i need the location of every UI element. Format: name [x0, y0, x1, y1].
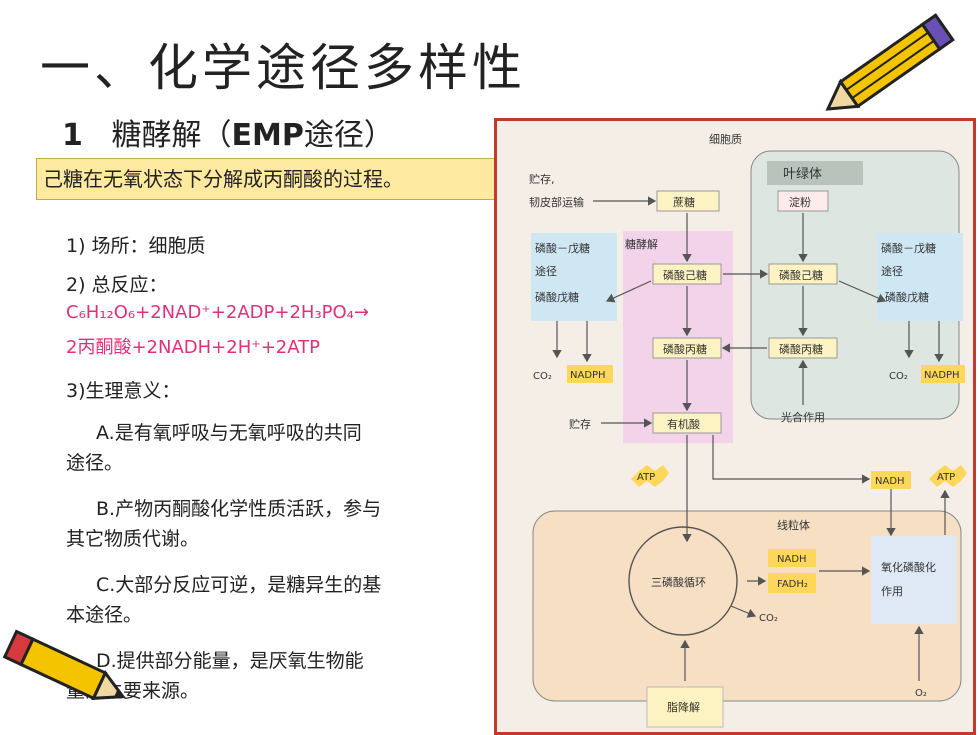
starch-label: 淀粉 [789, 195, 811, 209]
oxphos-label-1: 氧化磷酸化 [881, 560, 936, 574]
atp-left-label: ATP [637, 472, 655, 483]
photosynthesis-label: 光合作用 [781, 410, 825, 424]
metabolism-diagram: 细胞质 叶绿体 贮存, 韧皮部运输 蔗糖 淀粉 糖酵解 磷酸－戊糖 途径 磷酸戊… [494, 118, 976, 735]
glycolysis-region [623, 231, 733, 443]
atp-burst [929, 465, 967, 487]
co2-right-label: CO₂ [889, 371, 908, 382]
pentose-right-label: 磷酸戊糖 [885, 290, 929, 304]
atp-burst [631, 465, 669, 487]
reaction-line-2: 2丙酮酸+2NADH+2H⁺+2ATP [66, 337, 321, 358]
hexose-p-chl-label: 磷酸己糖 [779, 268, 823, 282]
lipolysis-label: 脂降解 [667, 700, 700, 714]
tca-label: 三磷酸循环 [651, 575, 706, 589]
triose-p-label: 磷酸丙糖 [663, 342, 707, 356]
ppp-left-region [531, 233, 617, 321]
definition-box: 己糖在无氧状态下分解成丙酮酸的过程。 [36, 158, 500, 200]
point-c-line-1: C.大部分反应可逆，是糖异生的基 [96, 574, 382, 596]
nadph-right-label: NADPH [924, 370, 960, 381]
fadh2-label: FADH₂ [777, 579, 808, 590]
storage-transport-2: 韧皮部运输 [529, 195, 584, 209]
ppp-left-label-2: 途径 [535, 264, 557, 278]
co2-left-label: CO₂ [533, 371, 552, 382]
glycolysis-label: 糖酵解 [625, 237, 658, 251]
pencil-icon [0, 618, 140, 732]
cytoplasm-label: 细胞质 [709, 133, 742, 146]
ppp-right-region [877, 233, 963, 321]
atp-right-label: ATP [937, 472, 955, 483]
mitochondrion-label: 线粒体 [777, 518, 810, 532]
oxphos-region [871, 536, 957, 624]
nadh-top-label: NADH [875, 476, 905, 487]
point-a-line-1: A.是有氧呼吸与无氧呼吸的共同 [96, 422, 362, 444]
organic-acid-label: 有机酸 [667, 417, 700, 431]
co2-mito-label: CO₂ [759, 613, 778, 624]
point-b-line-2: 其它物质代谢。 [66, 528, 200, 550]
section-heading: 1 糖酵解（EMP途径） [62, 110, 394, 154]
section-abbr: EMP [231, 118, 304, 153]
section-name-end: 途径） [303, 118, 394, 153]
point-c-line-2: 本途径。 [66, 604, 143, 626]
nadh-mito-label: NADH [777, 554, 807, 565]
pencil-icon [822, 6, 972, 125]
mitochondrion-region [532, 510, 962, 702]
triose-p-chl-label: 磷酸丙糖 [779, 342, 823, 356]
ppp-left-label-1: 磷酸－戊糖 [535, 241, 590, 255]
oxphos-label-2: 作用 [881, 585, 903, 598]
hexose-p-label: 磷酸己糖 [663, 268, 707, 282]
o2-label: O₂ [915, 688, 927, 699]
point-a-line-2: 途径。 [66, 452, 124, 474]
pentose-left-label: 磷酸戊糖 [535, 290, 579, 304]
point-b-line-1: B.产物丙酮酸化学性质活跃，参与 [96, 498, 382, 520]
point-d-line-1: D.提供部分能量，是厌氧生物能 [96, 650, 364, 672]
nadph-left-label: NADPH [570, 370, 606, 381]
chloroplast-label-box [767, 161, 863, 185]
storage-label: 贮存 [569, 417, 591, 431]
tca-cycle-ring [628, 526, 738, 636]
page-title: 一、化学途径多样性 [40, 39, 526, 97]
point-site: 1) 场所：细胞质 [66, 235, 206, 257]
storage-transport-1: 贮存, [529, 172, 555, 186]
point-reaction-label: 2) 总反应： [66, 274, 168, 296]
section-name: 糖酵解（ [111, 118, 232, 153]
section-number: 1 [62, 118, 83, 153]
point-significance-label: 3)生理意义： [66, 380, 181, 402]
chloroplast-label: 叶绿体 [783, 167, 822, 182]
reaction-line-1: C₆H₁₂O₆+2NAD⁺+2ADP+2H₃PO₄→ [66, 302, 369, 323]
ppp-right-label-2: 途径 [881, 264, 903, 278]
ppp-right-label-1: 磷酸－戊糖 [881, 241, 936, 255]
sucrose-label: 蔗糖 [673, 195, 695, 209]
